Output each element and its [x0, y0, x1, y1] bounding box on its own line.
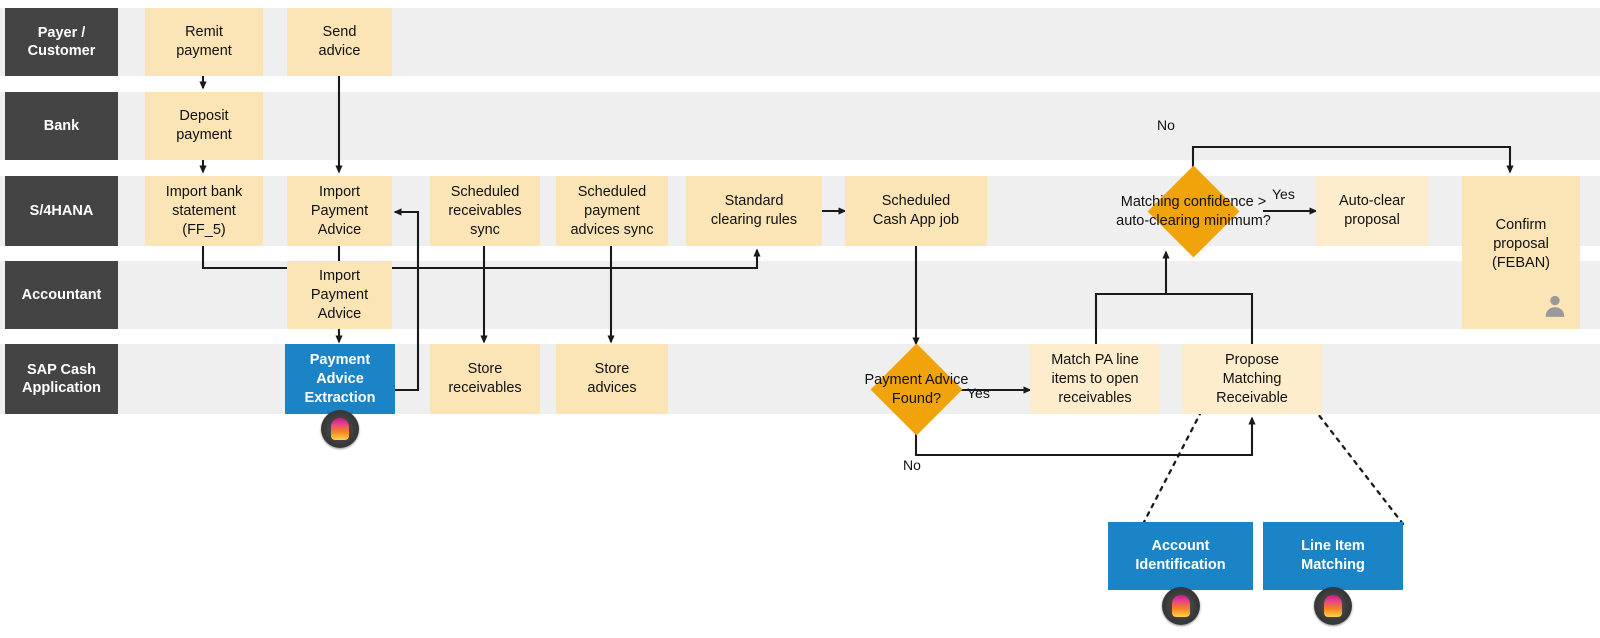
node-remit-payment-line2: payment — [176, 43, 232, 59]
decision-payment-advice-found-line2: Found? — [891, 390, 942, 407]
node-import-payment-advice-s4[interactable]: Import Payment Advice — [287, 176, 392, 246]
edge-label-pa-found-no: No — [903, 457, 921, 473]
node-scheduled-payment-advices-sync-line3: advices sync — [570, 221, 654, 238]
lane-label-s4hana: S/4HANA — [5, 176, 118, 246]
lane-band-payer — [0, 8, 1600, 76]
lane-label-bank: Bank — [5, 92, 118, 160]
node-account-identification-line2: Identification — [1135, 557, 1226, 573]
node-scheduled-cash-app-job[interactable]: Scheduled Cash App job — [845, 176, 987, 246]
node-import-bank-statement-line2: statement — [172, 202, 236, 219]
node-account-identification-line1: Account — [1151, 538, 1210, 554]
node-import-payment-advice-s4-line3: Advice — [317, 221, 362, 238]
node-payment-advice-extraction[interactable]: Payment Advice Extraction — [285, 344, 395, 414]
lane-label-cashapp: SAP Cash Application — [5, 344, 118, 414]
node-scheduled-payment-advices-sync-line2: payment — [584, 202, 640, 219]
node-match-pa-line-items-line1: Match PA line — [1051, 351, 1139, 368]
node-standard-clearing-rules[interactable]: Standard clearing rules — [686, 176, 822, 246]
edge-label-confidence-no: No — [1157, 117, 1175, 133]
node-store-advices-line2: advices — [587, 380, 637, 396]
node-line-item-matching[interactable]: Line Item Matching — [1263, 522, 1403, 590]
ai-lightbulb-icon-line-item-matching — [1314, 587, 1352, 625]
node-store-advices-line1: Store — [594, 361, 630, 377]
decision-matching-confidence-label: Matching confidence > auto-clearing mini… — [1054, 193, 1334, 231]
node-match-pa-line-items-line3: receivables — [1058, 389, 1132, 406]
lane-label-accountant-text: Accountant — [21, 287, 102, 303]
ai-lightbulb-icon-account-identification — [1162, 587, 1200, 625]
node-store-receivables-line1: Store — [467, 361, 503, 377]
decision-payment-advice-found-label: Payment Advice Found? — [802, 371, 1032, 409]
node-payment-advice-extraction-line3: Extraction — [304, 389, 376, 406]
node-propose-matching-receivable-line3: Receivable — [1216, 389, 1288, 406]
decision-matching-confidence-line2: auto-clearing minimum? — [1116, 212, 1271, 229]
lane-label-accountant: Accountant — [5, 261, 118, 329]
node-send-advice-line1: Send — [322, 24, 357, 40]
node-confirm-proposal-line1: Confirm — [1495, 217, 1547, 233]
node-confirm-proposal[interactable]: Confirm proposal (FEBAN) — [1462, 176, 1580, 329]
node-import-payment-advice-accountant-line1: Import — [318, 267, 361, 284]
node-match-pa-line-items-line2: items to open — [1051, 370, 1139, 387]
node-store-advices[interactable]: Store advices — [556, 344, 668, 414]
node-propose-matching-receivable-line2: Matching — [1222, 370, 1282, 387]
node-scheduled-cash-app-job-line1: Scheduled — [881, 193, 951, 209]
node-line-item-matching-line1: Line Item — [1301, 538, 1365, 554]
node-confirm-proposal-line3: (FEBAN) — [1492, 255, 1550, 271]
node-remit-payment[interactable]: Remit payment — [145, 8, 263, 76]
lane-label-payer-line2: Customer — [27, 43, 96, 59]
node-auto-clear-proposal-line1: Auto-clear — [1338, 193, 1406, 209]
node-import-bank-statement-line1: Import bank — [165, 183, 243, 200]
node-send-advice-line2: advice — [318, 43, 361, 59]
node-propose-matching-receivable-line1: Propose — [1224, 351, 1279, 368]
lane-label-payer-line1: Payer / — [37, 25, 86, 41]
node-import-payment-advice-accountant-line3: Advice — [317, 305, 362, 322]
node-scheduled-receivables-sync[interactable]: Scheduled receivables sync — [430, 176, 540, 246]
node-line-item-matching-line2: Matching — [1301, 557, 1365, 573]
node-propose-matching-receivable[interactable]: Propose Matching Receivable — [1182, 344, 1322, 414]
node-scheduled-receivables-sync-line1: Scheduled — [450, 183, 520, 200]
node-send-advice[interactable]: Send advice — [287, 8, 392, 76]
node-deposit-payment-line2: payment — [176, 127, 232, 143]
decision-matching-confidence-line1: Matching confidence > — [1120, 193, 1267, 210]
node-account-identification[interactable]: Account Identification — [1108, 522, 1253, 590]
node-payment-advice-extraction-line2: Advice — [316, 370, 364, 387]
lane-label-cashapp-line2: Application — [22, 380, 101, 396]
node-standard-clearing-rules-line1: Standard — [724, 193, 784, 209]
node-store-receivables[interactable]: Store receivables — [430, 344, 540, 414]
node-standard-clearing-rules-line2: clearing rules — [710, 212, 798, 228]
lane-label-bank-text: Bank — [43, 118, 80, 134]
edge-label-confidence-yes: Yes — [1272, 186, 1295, 202]
decision-matching-confidence[interactable]: Matching confidence > auto-clearing mini… — [1116, 165, 1271, 258]
edge-label-pa-found-yes: Yes — [967, 385, 990, 401]
lane-label-s4hana-text: S/4HANA — [29, 203, 94, 219]
node-scheduled-receivables-sync-line2: receivables — [448, 202, 522, 219]
person-icon — [1545, 295, 1565, 317]
node-deposit-payment[interactable]: Deposit payment — [145, 92, 263, 160]
node-store-receivables-line2: receivables — [448, 380, 522, 396]
decision-payment-advice-found-line1: Payment Advice — [864, 371, 969, 388]
node-confirm-proposal-line2: proposal — [1493, 236, 1549, 252]
lane-band-accountant — [0, 261, 1600, 329]
node-match-pa-line-items[interactable]: Match PA line items to open receivables — [1030, 344, 1160, 414]
node-auto-clear-proposal-line2: proposal — [1344, 212, 1400, 228]
node-deposit-payment-line1: Deposit — [179, 108, 229, 124]
node-scheduled-payment-advices-sync[interactable]: Scheduled payment advices sync — [556, 176, 668, 246]
node-import-bank-statement[interactable]: Import bank statement (FF_5) — [145, 176, 263, 246]
node-remit-payment-line1: Remit — [185, 24, 223, 40]
node-scheduled-receivables-sync-line3: sync — [470, 221, 500, 238]
node-import-bank-statement-line3: (FF_5) — [182, 221, 226, 238]
node-scheduled-cash-app-job-line2: Cash App job — [872, 212, 960, 228]
node-import-payment-advice-accountant-line2: Payment — [310, 286, 369, 303]
node-payment-advice-extraction-line1: Payment — [309, 351, 371, 368]
node-import-payment-advice-s4-line2: Payment — [310, 202, 369, 219]
node-auto-clear-proposal[interactable]: Auto-clear proposal — [1316, 176, 1428, 246]
lane-label-cashapp-line1: SAP Cash — [26, 362, 97, 378]
ai-lightbulb-icon-extraction — [321, 410, 359, 448]
lane-label-payer: Payer / Customer — [5, 8, 118, 76]
node-scheduled-payment-advices-sync-line1: Scheduled — [577, 183, 647, 200]
node-import-payment-advice-accountant[interactable]: Import Payment Advice — [287, 261, 392, 329]
decision-payment-advice-found[interactable]: Payment Advice Found? — [865, 343, 968, 436]
node-import-payment-advice-s4-line1: Import — [318, 183, 361, 200]
lane-band-cashapp — [0, 344, 1600, 414]
